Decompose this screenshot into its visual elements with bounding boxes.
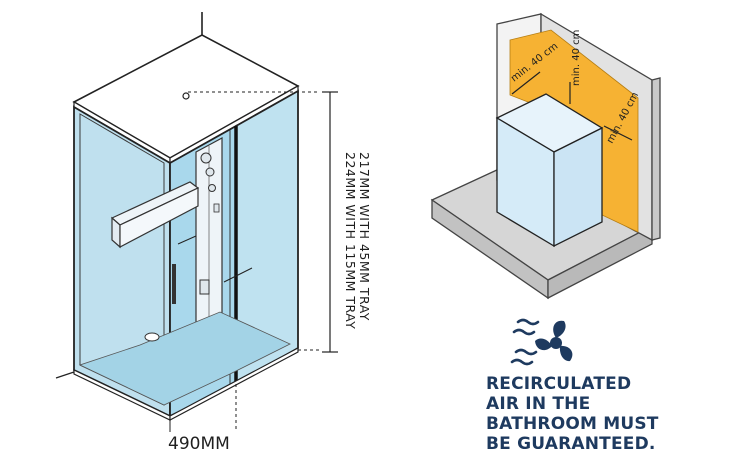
- nozzle-icon: [213, 203, 220, 213]
- clearance-zone: [509, 29, 639, 233]
- shower-holder-icon: [199, 279, 210, 295]
- air-waves-icon: [510, 318, 540, 366]
- notice-line: BATHROOM MUST: [486, 414, 659, 434]
- control-knob-icon: [208, 184, 216, 192]
- shower-cabin-drawing: 217MM WITH 45MM TRAY 224MM WITH 115MM TR…: [55, 12, 372, 454]
- control-knob-icon: [200, 152, 212, 164]
- notice-line: AIR IN THE: [486, 394, 591, 414]
- shower-tray: [78, 311, 291, 406]
- notice-line: RECIRCULATED: [486, 374, 632, 394]
- drain-icon: [144, 332, 160, 342]
- clearance-diagram: min. 40 cm min. 40 cm min. 40 cm: [430, 12, 661, 300]
- height-label-line-1: 217MM WITH 45MM TRAY: [357, 152, 372, 321]
- ventilation-notice: RECIRCULATED AIR IN THE BATHROOM MUST BE…: [486, 374, 686, 454]
- door-handle: [172, 264, 176, 304]
- width-label: 490MM: [168, 434, 230, 454]
- control-knob-icon: [205, 167, 215, 177]
- notice-line: BE GUARANTEED.: [486, 434, 656, 454]
- cabin-box-right: [553, 126, 603, 248]
- fan-icon: [535, 320, 573, 362]
- clearance-label-top: min. 40 cm: [571, 30, 582, 86]
- height-label-line-2: 224MM WITH 115MM TRAY: [343, 152, 358, 329]
